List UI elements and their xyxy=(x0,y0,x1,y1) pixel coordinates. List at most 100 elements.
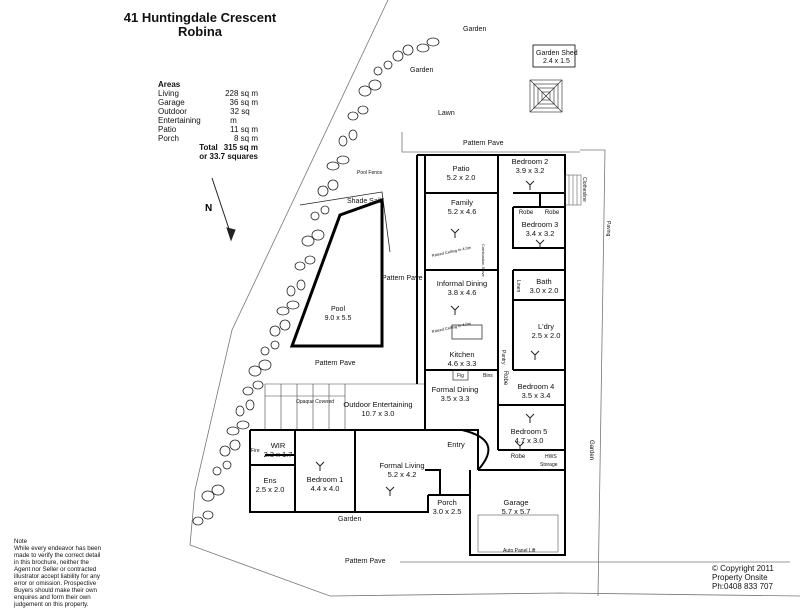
rock xyxy=(192,516,204,526)
room-size: 2.5 x 2.0 xyxy=(256,485,285,494)
rock xyxy=(222,460,232,470)
rock xyxy=(279,319,291,331)
fridge-label: Fig xyxy=(457,373,464,379)
lawn-label: Lawn xyxy=(438,110,455,117)
copyright-icon: © xyxy=(712,564,718,573)
clothesline-icon xyxy=(564,174,582,206)
room-size: 3.0 x 2.0 xyxy=(530,286,559,295)
rock xyxy=(296,279,306,291)
ceiling-fan-icon xyxy=(530,350,540,360)
rock xyxy=(219,445,231,457)
areas-heading: Areas xyxy=(158,80,181,89)
rock xyxy=(338,135,348,147)
rock xyxy=(258,359,272,371)
combustion-stove-label: Combustion Stove xyxy=(481,244,486,277)
room-name: Robe xyxy=(502,371,508,386)
room-name: Entry xyxy=(447,440,465,449)
garden-right-label: Garden xyxy=(588,440,594,460)
property-address: 41 Huntingdale Crescent xyxy=(123,10,277,25)
room-name: Robe xyxy=(511,454,526,460)
opaque-covered-area xyxy=(264,383,425,430)
area-value: 228 sq m xyxy=(225,89,258,98)
rock xyxy=(358,85,372,97)
room-size: 4.7 x 3.0 xyxy=(515,436,544,445)
rock xyxy=(368,79,382,91)
ceiling-fan-icon xyxy=(515,441,525,451)
area-value: 36 sq m xyxy=(229,98,258,107)
shade-sail-label: Shade Sail xyxy=(347,198,381,205)
storage-label: Storage xyxy=(540,462,558,468)
area-row: Living 228 sq m xyxy=(158,89,258,98)
pool-outline xyxy=(289,197,384,348)
rock xyxy=(310,211,320,221)
pool-label: Pool xyxy=(331,306,345,313)
room-name: Ens xyxy=(264,476,277,485)
area-total-value: 315 sq m xyxy=(223,143,258,152)
hws-label: HWS xyxy=(545,454,557,460)
raised-ceiling-label: Raised Ceiling to 4.0m xyxy=(431,245,472,258)
room-name: Formal Dining xyxy=(432,385,479,394)
rock xyxy=(348,129,358,141)
rock xyxy=(226,426,240,436)
rock xyxy=(320,205,330,215)
rock xyxy=(229,439,241,451)
room-size: 5.2 x 2.0 xyxy=(447,173,476,182)
room-name: Informal Dining xyxy=(437,279,487,288)
area-squares: or 33.7 squares xyxy=(199,152,258,161)
room-name: Bedroom 1 xyxy=(307,475,344,484)
rock xyxy=(347,111,359,121)
rock xyxy=(336,155,350,165)
copyright-year: Copyright 2011 xyxy=(720,564,774,573)
copyright-phone: Ph:0408 833 707 xyxy=(712,582,773,591)
pattern-pave-top: Pattern Pave xyxy=(463,140,504,147)
room-name: Bedroom 2 xyxy=(512,157,549,166)
note-heading: Note xyxy=(14,538,28,545)
rock xyxy=(304,255,316,265)
site-boundary xyxy=(189,0,800,597)
rock xyxy=(235,405,245,417)
house-walls xyxy=(249,154,566,556)
north-label: N xyxy=(205,203,212,214)
area-name: Porch xyxy=(158,134,179,143)
room-name: Garage xyxy=(503,498,528,507)
copyright-company: Property Onsite xyxy=(712,573,768,582)
garden-top-label: Garden xyxy=(463,26,486,33)
fridge xyxy=(452,369,469,381)
room-name: Porch xyxy=(437,498,457,507)
rock xyxy=(248,365,262,377)
rock xyxy=(311,229,325,241)
room-size: 2.5 x 2.0 xyxy=(532,331,561,340)
auto-panel-lift-label: Auto Panel Lift xyxy=(503,548,536,554)
rock xyxy=(392,50,404,62)
room-name: Patio xyxy=(452,164,469,173)
garage-door xyxy=(477,514,559,553)
pattern-pave-bottom: Pattern Pave xyxy=(345,558,386,565)
room-name: Bath xyxy=(536,277,551,286)
room-name: Formal Living xyxy=(379,461,424,470)
room-size: 4.4 x 4.0 xyxy=(311,484,340,493)
rock xyxy=(327,179,339,191)
garden-shed-label: Garden Shed xyxy=(536,50,578,57)
rock xyxy=(245,399,255,411)
room-name: Kitchen xyxy=(449,350,474,359)
area-name: Living xyxy=(158,89,179,98)
garden-bottom-label: Garden xyxy=(338,516,361,523)
rock xyxy=(242,386,254,396)
garden-left-label: Garden xyxy=(410,67,433,74)
ceiling-fan-icon xyxy=(525,413,535,423)
rock xyxy=(373,66,383,76)
area-name: Patio xyxy=(158,125,177,134)
area-name: Outdoor Entertaining xyxy=(158,107,201,125)
rock-border xyxy=(192,37,440,526)
rock xyxy=(383,60,393,70)
room-name: Family xyxy=(451,198,473,207)
room-size: 10.7 x 3.0 xyxy=(362,409,395,418)
rock xyxy=(260,346,270,356)
rock xyxy=(426,37,440,47)
room-name: Robe xyxy=(519,210,534,216)
note-text: While every endeavor has been made to ve… xyxy=(14,545,102,608)
shade-sail xyxy=(299,191,391,253)
